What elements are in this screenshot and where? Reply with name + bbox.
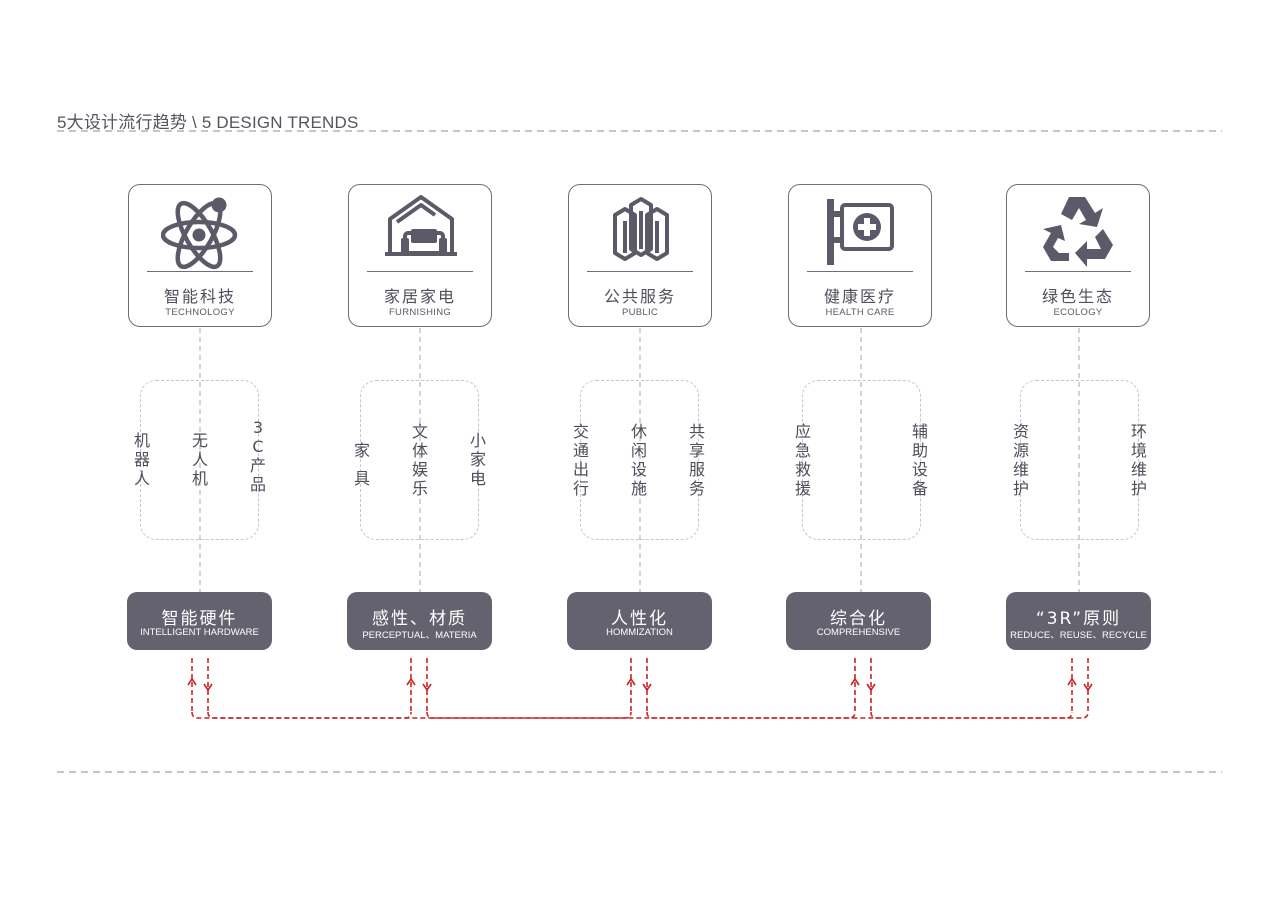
recycle-icon <box>1043 197 1113 267</box>
principle-pill: 智能硬件 INTELLIGENT HARDWARE <box>127 592 272 650</box>
subcategory-label: 机器人 <box>133 431 150 488</box>
principle-title-en: COMPREHENSIVE <box>816 627 901 638</box>
trend-card-public: 公共服务 PUBLIC <box>568 184 712 327</box>
subcategory-label: 资源维护 <box>1012 422 1029 498</box>
trend-card-health: 健康医疗 HEALTH CARE <box>788 184 932 327</box>
arrow-down-icon <box>642 683 652 692</box>
principle-title-cn: 感性、材质 <box>372 609 467 629</box>
red-dashed-bridge <box>426 711 632 719</box>
subcategory-label: 3C产品 <box>249 418 266 494</box>
principle-title-en: REDUCE、REUSE、RECYCLE <box>1010 630 1147 641</box>
arrow-down-icon <box>203 683 213 692</box>
subcategory-label: 小家电 <box>469 431 486 488</box>
arrow-up-icon <box>187 677 197 686</box>
card-divider <box>1025 271 1131 272</box>
arrow-up-icon <box>850 677 860 686</box>
trend-title-cn: 智能科技 <box>163 287 236 306</box>
arrow-down-icon <box>1083 683 1093 692</box>
subcategory-box <box>360 380 479 540</box>
subcategory-box <box>1020 380 1139 540</box>
red-dashed-bridge <box>646 711 856 719</box>
principle-title-en: INTELLIGENT HARDWARE <box>140 627 259 638</box>
red-dashed-bridge <box>870 711 1073 719</box>
arrow-down-icon <box>422 683 432 692</box>
principle-title-cn: 人性化 <box>611 609 668 629</box>
atom-icon <box>161 197 238 270</box>
trend-card-technology: 智能科技 TECHNOLOGY <box>128 184 272 327</box>
page-title: 5大设计流行趋势 \ 5 DESIGN TRENDS <box>57 113 359 132</box>
trend-title-en: ECOLOGY <box>1053 307 1103 318</box>
subcategory-box <box>580 380 699 540</box>
arrow-down-icon <box>866 683 876 692</box>
trend-card-ecology: 绿色生态 ECOLOGY <box>1006 184 1150 327</box>
principle-title-cn: 综合化 <box>830 609 887 629</box>
hospital-sign-icon <box>827 199 894 265</box>
house-sofa-icon <box>385 195 457 256</box>
trend-title-en: FURNISHING <box>388 307 452 318</box>
principle-title-en: PERCEPTUAL、MATERIA <box>362 630 477 641</box>
subcategory-label: 家具 <box>353 441 370 488</box>
subcategory-label: 辅助设备 <box>911 422 928 498</box>
trend-title-en: HEALTH CARE <box>825 307 895 318</box>
red-dashed-bottom-run <box>191 711 1089 719</box>
arrow-up-icon <box>626 677 636 686</box>
trend-title-cn: 绿色生态 <box>1041 287 1114 306</box>
card-divider <box>147 271 253 272</box>
subcategory-label: 文体娱乐 <box>411 422 428 498</box>
trend-title-cn: 家居家电 <box>383 287 456 306</box>
subcategory-label: 应急救援 <box>794 422 811 498</box>
principle-title-en: HOMMIZATION <box>606 627 673 638</box>
subcategory-box <box>802 380 921 540</box>
public-building-icon <box>613 197 669 261</box>
card-divider <box>367 271 473 272</box>
card-divider <box>587 271 693 272</box>
trend-title-en: PUBLIC <box>621 307 659 318</box>
card-divider <box>807 271 913 272</box>
trend-title-cn: 公共服务 <box>603 287 676 306</box>
principle-pill: “3R”原则 REDUCE、REUSE、RECYCLE <box>1006 592 1151 650</box>
principle-pill: 感性、材质 PERCEPTUAL、MATERIA <box>347 592 492 650</box>
arrow-up-icon <box>1067 677 1077 686</box>
trend-title-en: TECHNOLOGY <box>165 307 235 318</box>
subcategory-label: 环境维护 <box>1130 422 1147 498</box>
subcategory-label: 交通出行 <box>572 422 589 498</box>
subcategory-label: 共享服务 <box>688 422 705 498</box>
trend-title-cn: 健康医疗 <box>823 287 896 306</box>
arrow-up-icon <box>406 677 416 686</box>
trend-card-furnishing: 家居家电 FURNISHING <box>348 184 492 327</box>
principle-title-cn: “3R”原则 <box>1035 609 1122 629</box>
subcategory-label: 无人机 <box>191 431 208 488</box>
subcategory-box <box>140 380 259 540</box>
principle-pill: 综合化 COMPREHENSIVE <box>786 592 931 650</box>
principle-pill: 人性化 HOMMIZATION <box>567 592 712 650</box>
subcategory-label: 休闲设施 <box>630 422 647 498</box>
principle-title-cn: 智能硬件 <box>161 609 238 629</box>
red-dashed-bridge <box>207 711 412 719</box>
